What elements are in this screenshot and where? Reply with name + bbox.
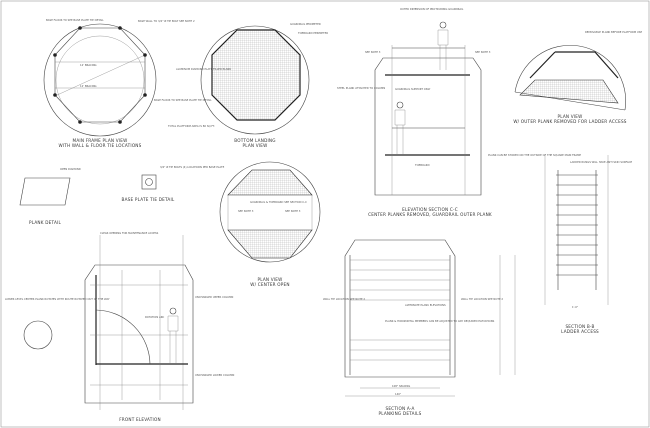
- note: STEEL PLANK ATTACHED TO COLUMN: [337, 86, 385, 90]
- note: ALTERNATE PLANK ELEVATIONS: [405, 303, 446, 307]
- note: ALUMINUM DIAMOND PLATE FILLER PLANK: [176, 67, 231, 71]
- note: UNCHANGED UPPER COLUMN: [195, 295, 233, 299]
- base-plate-detail: 3/4" Ø TIE BOLTS (4) LOCATIONS PER BASE …: [122, 164, 225, 202]
- note: TOTAL PLATFORM AREA IS 80 SQ.FT.: [168, 124, 215, 128]
- note: TOEBOARD PERIMETER: [298, 31, 328, 35]
- note: SEE NOTE 3: [365, 50, 381, 54]
- note: REMOVABLE PLANK BEFORE PLATFORM USE: [585, 30, 642, 34]
- note: SEE NOTE 3: [475, 50, 491, 54]
- note: 108" SPACING: [392, 384, 410, 388]
- note: WALL TIE LOCATION SEE NOTE 2: [461, 297, 503, 301]
- view-subtitle: PLANKING DETAILS: [378, 411, 421, 416]
- view-subtitle: W/ CENTER OPEN: [250, 282, 289, 287]
- note: 3/4" Ø TIE BOLTS (4) LOCATIONS PER BASE …: [160, 164, 225, 169]
- note: GUARDRAIL & TOEBOARD SEE SECTION C-C: [250, 200, 307, 204]
- front-elevation: CLEAR OPENING FOR MAINTENANCE ACCESS LOW…: [5, 231, 234, 422]
- section-b-b-ladder: LADDER RUNGS WILL HAVE ANTI SKID SURFACE…: [544, 155, 632, 334]
- note: 140": [395, 392, 401, 396]
- view-title: PLAN VIEW: [258, 277, 283, 282]
- note: CLEAR OPENING FOR MAINTENANCE ACCESS: [100, 231, 159, 235]
- note: 12' BRACING: [80, 84, 97, 88]
- note: BASE FLOOR TO SEE BASE PLATE TIE DETAIL: [46, 18, 104, 22]
- view-subtitle: WITH WALL & FLOOR TIE LOCATIONS: [59, 143, 142, 148]
- note: BASE WALL TO 3/4" Ø TIE BOLT SEE NOTE 2: [138, 18, 195, 23]
- view-title: BOTTOM LANDING: [234, 138, 275, 143]
- plan-view-outer-plank-removed: REMOVABLE PLANK BEFORE PLATFORM USE PLAN…: [513, 30, 642, 124]
- note: UNCHANGED LOWER COLUMN: [195, 373, 234, 377]
- view-title: ELEVATION SECTION C-C: [402, 207, 458, 212]
- note: 12' BRACING: [80, 63, 97, 67]
- view-title: PLAN VIEW: [558, 114, 583, 119]
- note: OUTER DIMENSION OF PROTRUDING GUARDRAIL: [400, 7, 464, 11]
- note: PLANK CAN BE STORED ON THE OUTSIDE OF TH…: [488, 153, 581, 157]
- note: WALL TIE LOCATION SEE NOTE 2: [323, 297, 365, 301]
- view-subtitle: PLAN VIEW: [243, 143, 268, 148]
- view-title: BASE PLATE TIE DETAIL: [122, 197, 175, 202]
- note: TOEBOARD: [415, 163, 430, 167]
- elevation-section-c-c: OUTER DIMENSION OF PROTRUDING GUARDRAIL …: [337, 7, 581, 217]
- plan-view-center-open: GUARDRAIL & TOEBOARD SEE SECTION C-C SEE…: [219, 161, 321, 287]
- note: ROTATION ARC: [145, 315, 164, 319]
- plank-detail: OPEN DIAMOND PLANK DETAIL: [19, 167, 81, 225]
- note: LOWER LEVEL CENTER PLANK ROTATES WITH RO…: [5, 297, 110, 301]
- note: OPEN DIAMOND: [60, 167, 81, 171]
- note: BASE FLOOR TO SEE BASE PLATE TIE DETAIL: [154, 98, 212, 102]
- note: GUARDRAIL PERIMETER: [290, 22, 321, 26]
- note: SEE NOTE 3: [238, 209, 254, 213]
- section-a-a-planking: WALL TIE LOCATION SEE NOTE 2 WALL TIE LO…: [323, 239, 516, 416]
- main-frame-plan-view: BASE FLOOR TO SEE BASE PLATE TIE DETAIL …: [43, 18, 212, 148]
- view-title: SECTION A-A: [385, 406, 414, 411]
- view-title: PLANK DETAIL: [29, 220, 61, 225]
- note: SEE NOTE 3: [285, 209, 301, 213]
- note: PLANK & HORIZONTAL MEMBERS CAN BE ADJUST…: [385, 319, 495, 323]
- bottom-landing-plan-view: GUARDRAIL PERIMETER TOEBOARD PERIMETER A…: [168, 22, 328, 148]
- view-subtitle: LADDER ACCESS: [561, 329, 599, 334]
- view-title: MAIN FRAME PLAN VIEW: [73, 138, 128, 143]
- note: LADDER RUNGS WILL HAVE ANTI SKID SURFACE: [570, 160, 632, 164]
- note: GUARDRAIL SUPPORT ONLY: [395, 87, 431, 91]
- view-subtitle: W/ OUTER PLANK REMOVED FOR LADDER ACCESS: [513, 119, 626, 124]
- view-subtitle: CENTER PLANKS REMOVED, GUARDRAIL OUTER P…: [368, 212, 492, 217]
- note: 1'-0": [572, 305, 578, 309]
- view-title: FRONT ELEVATION: [119, 417, 161, 422]
- view-title: SECTION B-B: [565, 324, 594, 329]
